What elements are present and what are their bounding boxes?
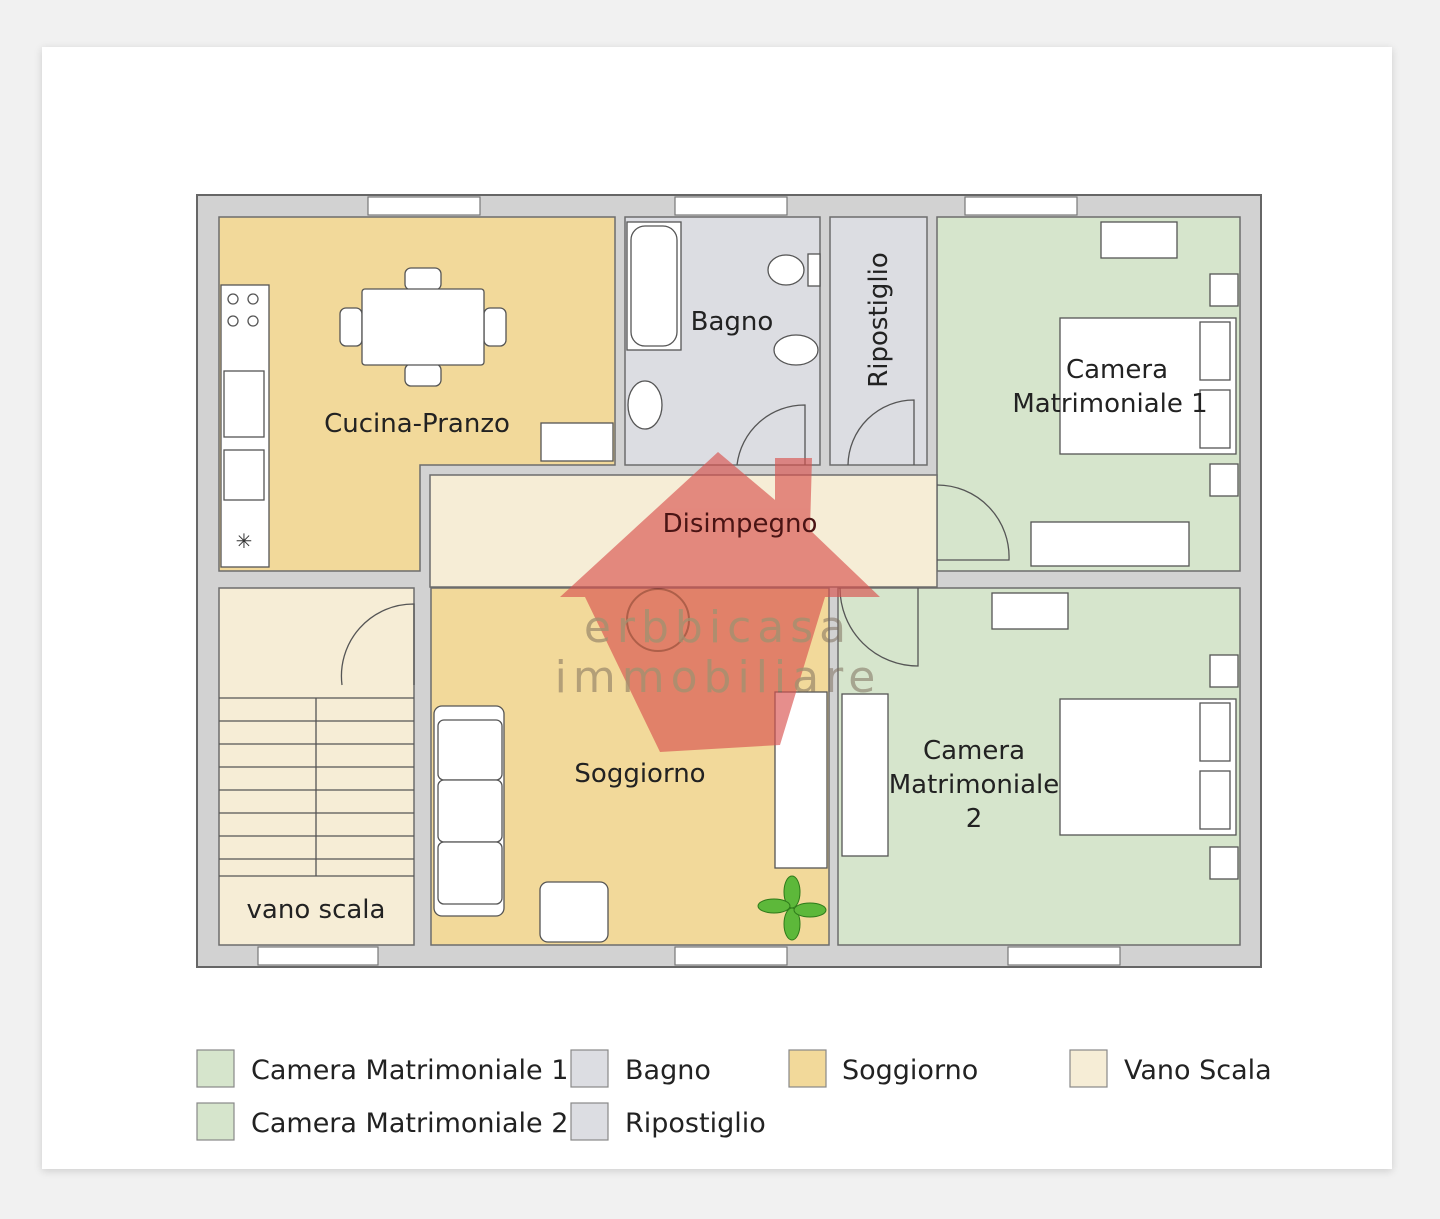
svg-text:erbbicasa: erbbicasa [584,602,852,653]
legend-item: Ripostiglio [570,1102,766,1141]
bedroom2-furniture [839,587,1239,880]
svg-text:Camera Matrimoniale 1: Camera Matrimoniale 1 [251,1055,568,1086]
svg-text:Ripostiglio: Ripostiglio [625,1108,766,1139]
svg-text:Soggiorno: Soggiorno [842,1055,978,1086]
dining-table [339,267,507,387]
label-disimpegno: Disimpegno [663,509,818,539]
label-camera1-1: Camera [1066,355,1168,385]
watermark-logo: erbbicasa immobiliare [555,452,882,752]
svg-text:✳: ✳ [236,529,253,553]
label-camera1-2: Matrimoniale 1 [1012,389,1207,419]
legend-item: Camera Matrimoniale 2 [196,1102,568,1141]
label-soggiorno: Soggiorno [574,759,705,789]
bath-fixtures [626,221,821,466]
legend-item: Camera Matrimoniale 1 [196,1049,568,1088]
label-camera2-1: Camera [923,736,1025,766]
legend: Camera Matrimoniale 1 Bagno Soggiorno Va… [196,1049,1272,1141]
label-camera2-3: 2 [966,804,983,834]
svg-text:Bagno: Bagno [625,1055,711,1086]
room-ripostiglio [829,216,928,466]
legend-item: Vano Scala [1069,1049,1272,1088]
plant-icon [757,875,827,941]
legend-item: Bagno [570,1049,711,1088]
bedroom1-furniture [936,221,1239,567]
label-vano-scala: vano scala [247,895,386,925]
svg-text:Vano Scala: Vano Scala [1124,1055,1272,1086]
kitchen-cabinet [540,422,614,462]
windows [257,196,1121,966]
room-cucina [218,216,616,572]
label-ripostiglio: Ripostiglio [864,252,894,388]
label-cucina: Cucina-Pranzo [324,409,510,439]
door-ripostiglio [847,399,915,466]
svg-text:Camera Matrimoniale 2: Camera Matrimoniale 2 [251,1108,568,1139]
label-bagno: Bagno [691,307,774,337]
kitchen-counter: ✳ [220,284,270,568]
staircase [219,603,415,877]
svg-text:immobiliare: immobiliare [555,652,882,703]
living-furniture [433,691,828,943]
legend-item: Soggiorno [788,1049,978,1088]
label-camera2-2: Matrimoniale [889,770,1060,800]
